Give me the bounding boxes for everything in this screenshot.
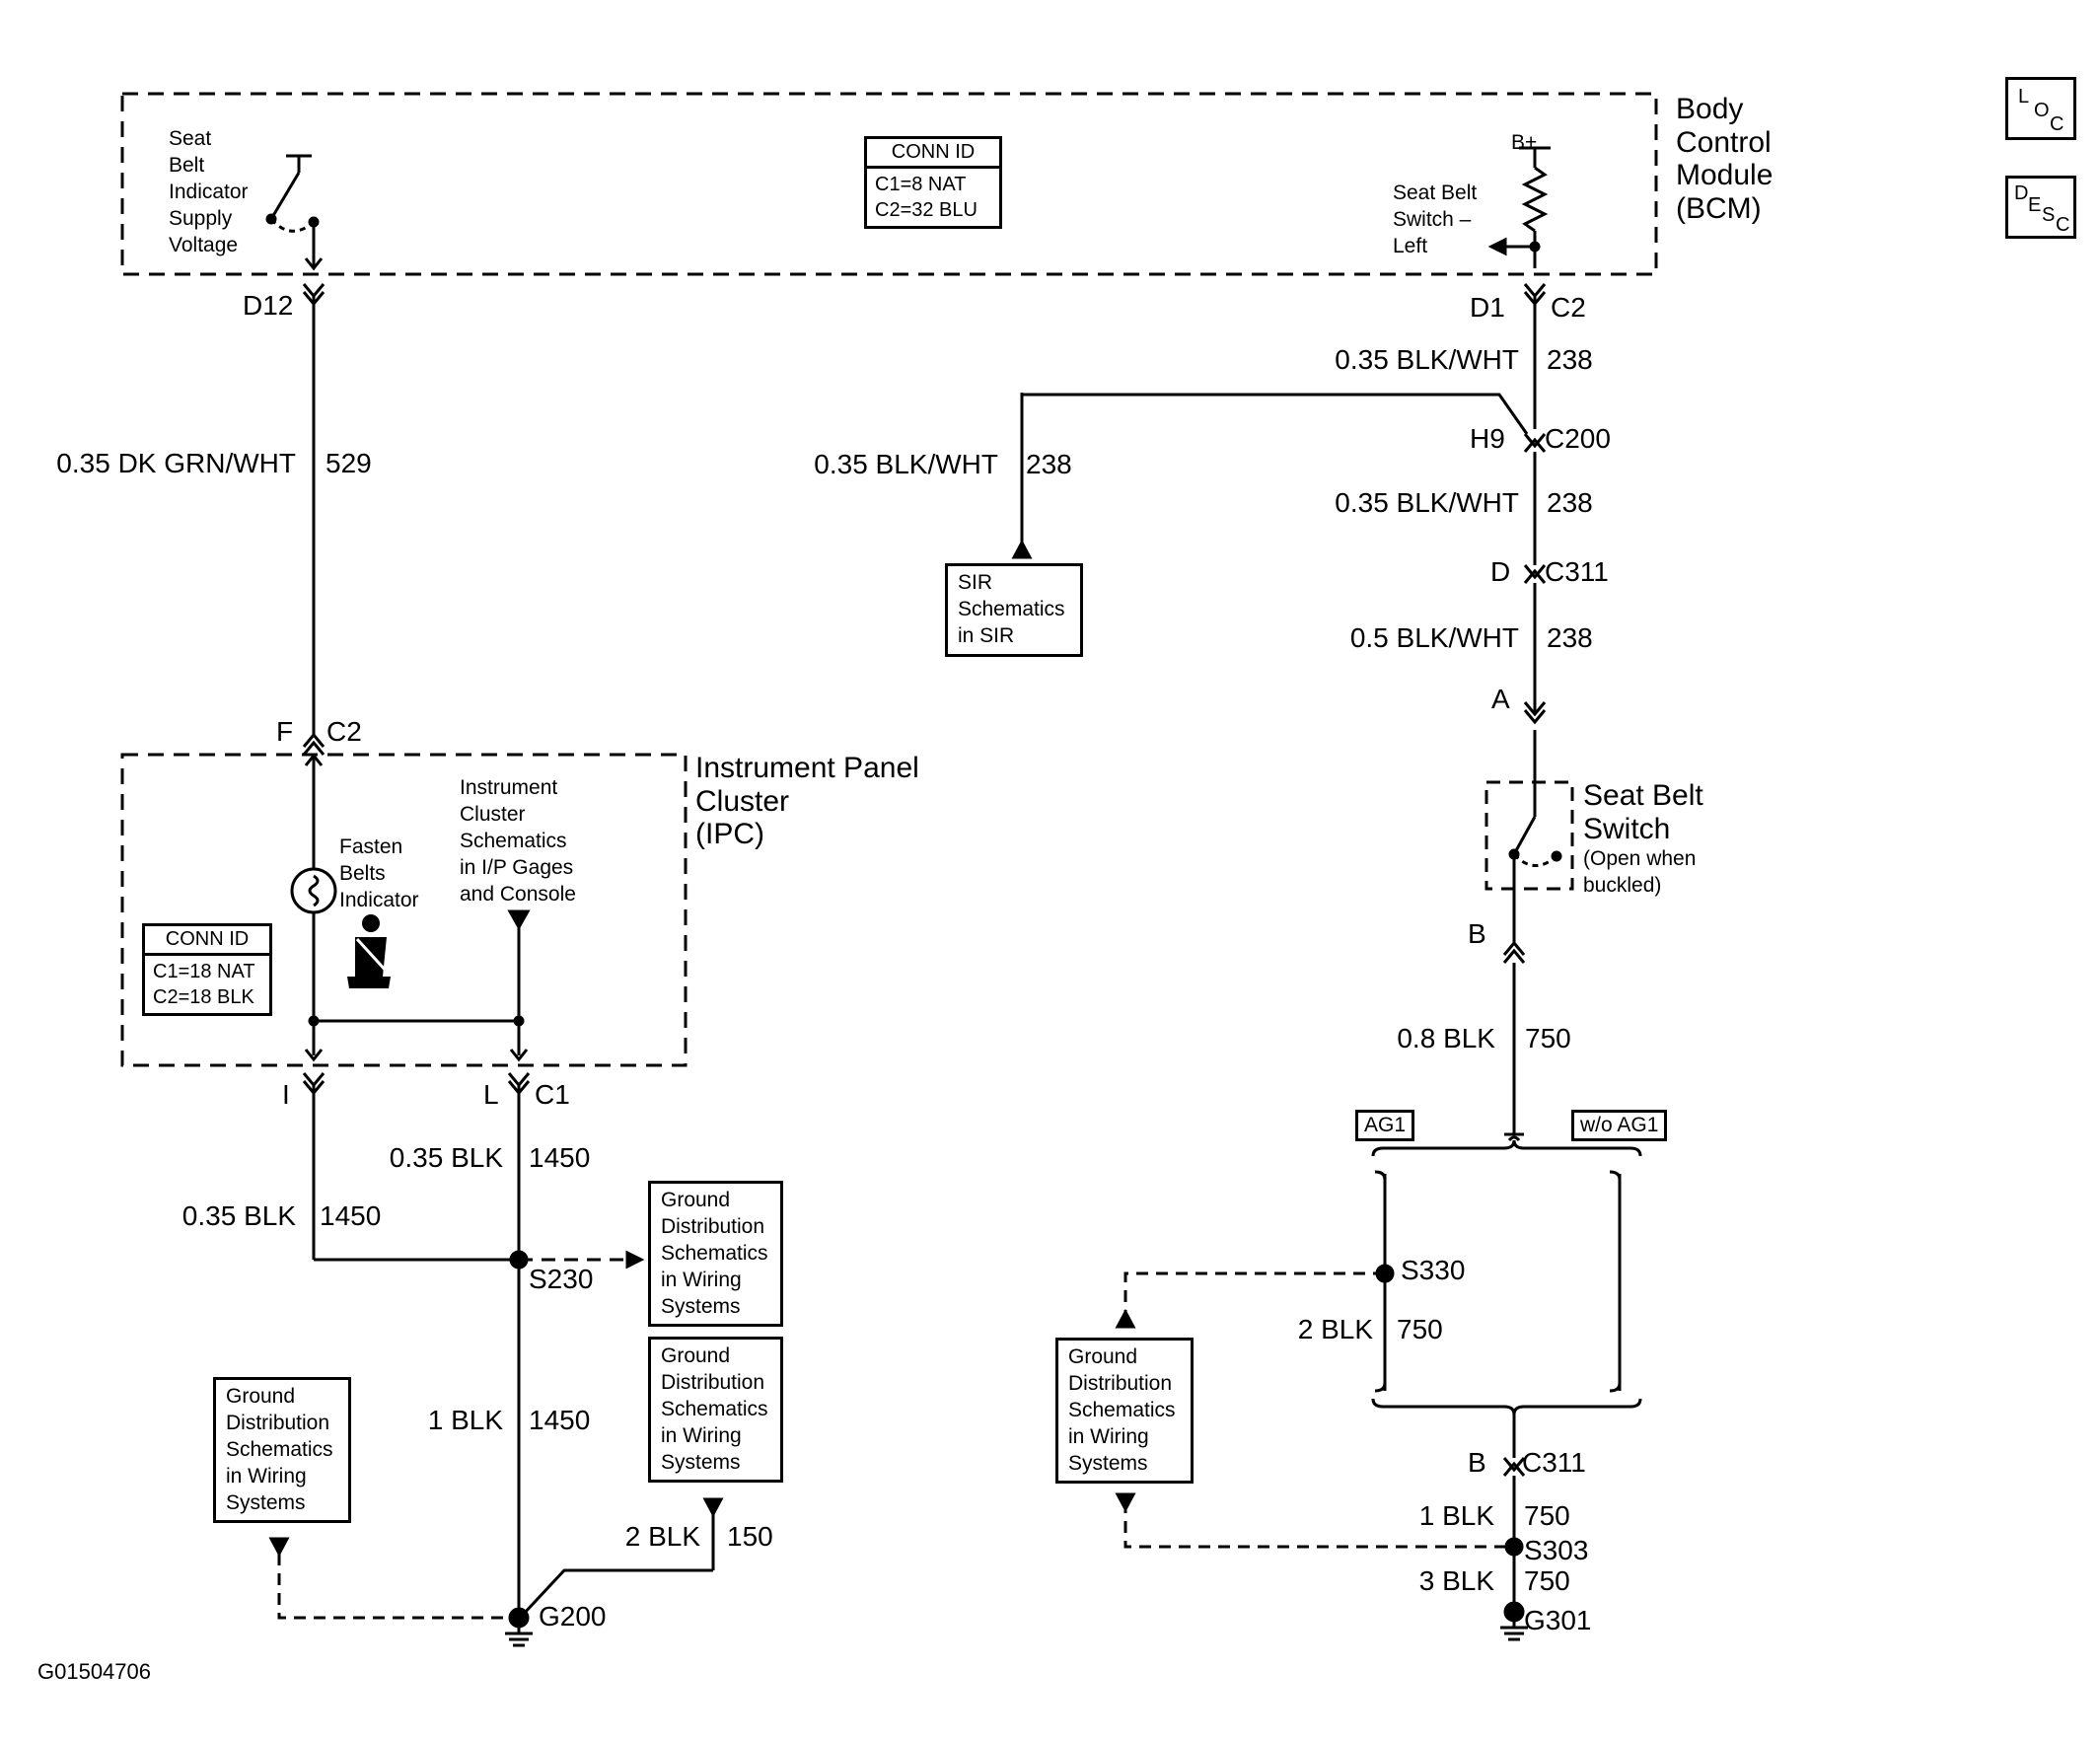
pin-c311-bottom: C311 <box>1522 1447 1586 1478</box>
bcm-switch-label: Seat Belt Switch – Left <box>1393 181 1478 257</box>
desc-letter-d: D <box>2014 182 2029 204</box>
pin-f: F <box>276 716 294 747</box>
desc-letter-s: S <box>2042 204 2056 226</box>
wire-238c-color: 0.5 BLK/WHT <box>1349 622 1519 653</box>
desc-icon[interactable]: D E S C <box>2005 176 2076 239</box>
seat-belt-switch-note: (Open when buckled) <box>1583 847 1697 897</box>
wire-1450b-number: 1450 <box>320 1200 382 1231</box>
pin-c2-bcm: C2 <box>1551 292 1586 323</box>
wire-238a-number: 238 <box>1547 344 1593 375</box>
ground-ref-box-4[interactable]: Ground Distribution Schematics in Wiring… <box>1055 1338 1194 1485</box>
wire-238a-color: 0.35 BLK/WHT <box>1335 344 1519 375</box>
bcm-conn-id: CONN ID C1=8 NAT C2=32 BLU <box>864 136 1002 229</box>
seat-belt-switch-title: Seat Belt Switch <box>1583 779 1703 845</box>
bcm-outline <box>120 92 1658 276</box>
ground-g200: G200 <box>539 1601 607 1632</box>
pin-d1: D1 <box>1470 292 1505 323</box>
wire-1450a-number: 1450 <box>529 1142 591 1173</box>
ground-ref-box-2[interactable]: Ground Distribution Schematics in Wiring… <box>648 1337 783 1484</box>
pin-d: D <box>1490 556 1511 587</box>
bcm-supply-label: Seat Belt Indicator Supply Voltage <box>169 127 249 256</box>
wire-238b-color: 0.35 BLK/WHT <box>1335 487 1519 518</box>
wire-238b-number: 238 <box>1547 487 1593 518</box>
wire-1450c-color: 1 BLK <box>427 1405 503 1435</box>
wire-1450c-number: 1450 <box>529 1405 591 1435</box>
wire-750c-number: 750 <box>1524 1500 1570 1531</box>
wire-238c-number: 238 <box>1547 622 1593 653</box>
wire-750b-color: 2 BLK <box>1297 1314 1373 1344</box>
wire-150-color: 2 BLK <box>624 1521 700 1552</box>
pin-b-switch: B <box>1468 918 1486 949</box>
ground-ref-box-3[interactable]: Ground Distribution Schematics in Wiring… <box>213 1377 351 1524</box>
option-wo-ag1: w/o AG1 <box>1571 1110 1668 1141</box>
pin-d12: D12 <box>243 290 294 321</box>
splice-s303: S303 <box>1524 1535 1589 1565</box>
wire-750a-number: 750 <box>1525 1023 1571 1053</box>
splice-s230: S230 <box>529 1264 594 1294</box>
wire-238-sir-color: 0.35 BLK/WHT <box>814 449 998 479</box>
loc-letter-l: L <box>2018 86 2030 108</box>
pin-a: A <box>1491 684 1510 714</box>
ipc-conn-id: CONN ID C1=18 NAT C2=18 BLK <box>142 923 272 1016</box>
pin-c200: C200 <box>1545 423 1611 454</box>
ipc-schematics-label: Instrument Cluster Schematics in I/P Gag… <box>460 776 576 906</box>
loc-letter-c: C <box>2050 113 2064 135</box>
pin-l: L <box>483 1079 499 1110</box>
wire-1450b-color: 0.35 BLK <box>181 1200 296 1231</box>
pin-b-c311: B <box>1468 1447 1486 1478</box>
ground-g301: G301 <box>1524 1605 1592 1635</box>
seat-belt-switch-outline <box>1484 780 1574 891</box>
pin-i: I <box>282 1079 290 1110</box>
desc-letter-c: C <box>2056 214 2070 236</box>
bcm-supply-switch <box>265 154 324 271</box>
wire-529-number: 529 <box>326 448 372 478</box>
figure-id: G01504706 <box>37 1659 151 1684</box>
wire-750b-number: 750 <box>1397 1314 1443 1344</box>
wire-750c-color: 1 BLK <box>1418 1500 1494 1531</box>
sir-ref-box[interactable]: SIR Schematics in SIR <box>945 563 1083 657</box>
wire-750d-number: 750 <box>1524 1565 1570 1596</box>
ipc-conn-id-lines: C1=18 NAT C2=18 BLK <box>153 961 255 1008</box>
wire-1450a-color: 0.35 BLK <box>389 1142 503 1173</box>
desc-letter-e: E <box>2028 194 2042 216</box>
pin-c2-ipc: C2 <box>326 716 362 747</box>
option-ag1: AG1 <box>1355 1110 1415 1141</box>
loc-letter-o: O <box>2034 100 2050 121</box>
pin-h9: H9 <box>1470 423 1505 454</box>
ipc-outline <box>120 753 688 1067</box>
ipc-conn-id-header: CONN ID <box>145 926 269 956</box>
b-plus-label: B+ <box>1511 131 1538 154</box>
bcm-conn-id-header: CONN ID <box>867 139 999 169</box>
wire-529-color: 0.35 DK GRN/WHT <box>56 448 296 478</box>
ground-ref-box-1[interactable]: Ground Distribution Schematics in Wiring… <box>648 1181 783 1328</box>
wire-750d-color: 3 BLK <box>1418 1565 1494 1596</box>
bcm-title: Body Control Module (BCM) <box>1676 93 1774 225</box>
fasten-belts-label: Fasten Belts Indicator <box>339 835 419 911</box>
ipc-title: Instrument Panel Cluster (IPC) <box>695 752 919 851</box>
loc-icon[interactable]: L O C <box>2005 77 2076 140</box>
wire-238-sir-number: 238 <box>1026 449 1072 479</box>
wire-150-number: 150 <box>727 1521 773 1552</box>
wire-750a-color: 0.8 BLK <box>1397 1023 1495 1053</box>
bcm-seat-belt-switch-left <box>1487 146 1551 268</box>
pin-c311-top: C311 <box>1545 556 1609 587</box>
pin-c1: C1 <box>535 1079 570 1110</box>
bcm-conn-id-lines: C1=8 NAT C2=32 BLU <box>875 174 978 221</box>
splice-s330: S330 <box>1401 1255 1466 1285</box>
